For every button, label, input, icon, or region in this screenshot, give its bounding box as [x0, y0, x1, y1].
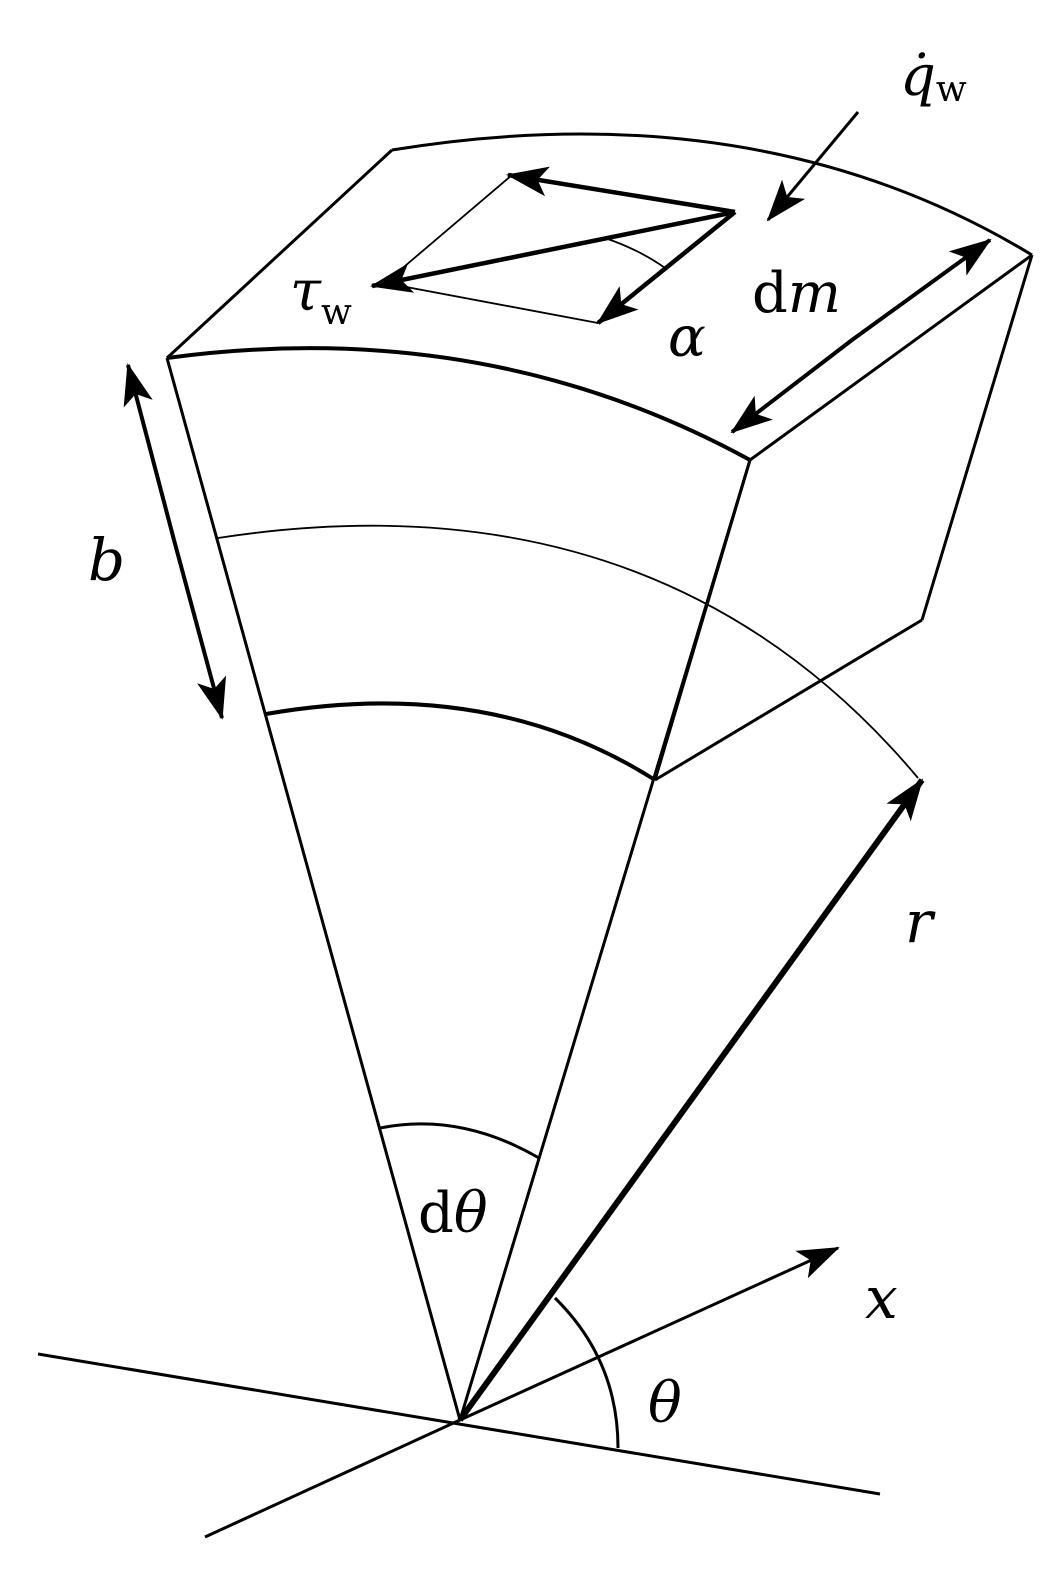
dm-label: dm	[752, 261, 841, 326]
base-line-2	[204, 1418, 461, 1539]
heat-flux-label: q̇w	[900, 44, 967, 110]
x-label: x	[865, 1264, 898, 1332]
front-mid-arc	[217, 524, 919, 779]
b-label: b	[88, 526, 125, 594]
dm-d: d	[752, 261, 788, 326]
tau-subscript: w	[321, 292, 352, 333]
r-label: r	[905, 888, 936, 956]
dm-dimension-arrow-a	[850, 238, 992, 342]
parallelogram-edge-left	[384, 174, 513, 284]
dm-m: m	[788, 261, 841, 326]
top-face-right-edge	[749, 253, 1033, 462]
wedge-left-edge	[165, 357, 462, 1421]
alpha-label: α	[668, 305, 706, 370]
side-face-front-edge	[653, 459, 752, 781]
theta-arc	[553, 1296, 620, 1449]
dtheta-label: dθ	[418, 1181, 488, 1246]
front-top-arc	[166, 346, 751, 462]
alpha-arc	[604, 237, 666, 269]
heat-flux-subscript: w	[936, 69, 967, 110]
theta-label: θ	[648, 1371, 682, 1436]
tau-resultant-arrow	[370, 209, 736, 293]
tau-label: τw	[290, 259, 352, 333]
side-face-bottom-edge	[654, 618, 923, 782]
dtheta-theta: θ	[454, 1181, 488, 1246]
tau-component-1-arrow	[506, 166, 736, 215]
dtheta-d: d	[418, 1181, 454, 1246]
side-face-vertical-edge	[920, 254, 1034, 621]
top-face-left-edge	[165, 148, 394, 360]
dm-dimension-arrow-b	[730, 338, 854, 434]
tau-component-2-arrow	[596, 210, 737, 325]
b-dimension-arrow-up	[123, 363, 176, 541]
heat-flux-arrow	[766, 111, 860, 222]
r-vector-arrow	[457, 778, 925, 1422]
front-bottom-arc	[265, 701, 657, 782]
parallelogram-edge-bottom	[384, 282, 599, 324]
top-face-back-arc	[391, 132, 1033, 257]
b-dimension-arrow-down	[172, 539, 227, 720]
dtheta-arc	[379, 1122, 540, 1160]
heat-flux-symbol: q̇	[900, 44, 936, 109]
tau-symbol: τ	[290, 259, 322, 324]
x-axis-arrow	[459, 1246, 840, 1422]
base-line	[37, 1352, 881, 1496]
